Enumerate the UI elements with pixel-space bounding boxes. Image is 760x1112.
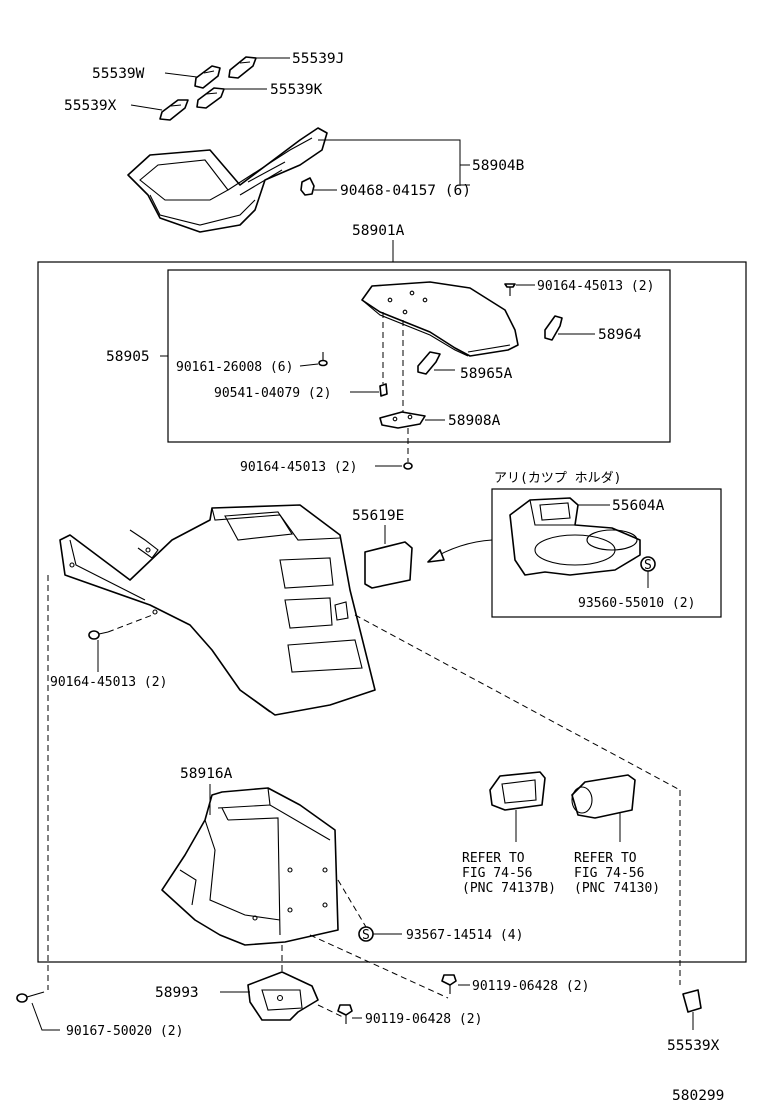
- label-55539k: 55539K: [270, 82, 323, 98]
- screw-90164-c: [88, 630, 109, 640]
- ref2-line3: (PNC 74130): [574, 881, 660, 896]
- assembly-box-58901a: [37, 261, 747, 963]
- lamp-74130: [571, 774, 636, 819]
- s-symbol-icon: S: [644, 558, 652, 573]
- ref2-line2: FIG 74-56: [574, 866, 644, 881]
- label-58993: 58993: [155, 985, 199, 1001]
- bracket-58908a: [379, 411, 426, 429]
- label-55539x-top: 55539X: [64, 98, 117, 114]
- label-90541: 90541-04079 (2): [214, 386, 331, 401]
- ref1-line3: (PNC 74137B): [462, 881, 556, 896]
- cup-holder-title: アリ(カツプ ホルダ): [494, 471, 621, 486]
- label-90167: 90167-50020 (2): [66, 1024, 183, 1039]
- lamp-74137b: [489, 771, 546, 811]
- label-55604a: 55604A: [612, 498, 665, 514]
- label-90161: 90161-26008 (6): [176, 360, 293, 375]
- label-55539j: 55539J: [292, 51, 344, 67]
- label-58901a: 58901A: [352, 223, 405, 239]
- label-93567: 93567-14514 (4): [406, 928, 523, 943]
- armrest-lid: [361, 281, 519, 357]
- figure-number: 580299: [672, 1088, 724, 1104]
- bracket-58993: [247, 971, 319, 1021]
- label-90164-a: 90164-45013 (2): [537, 279, 654, 294]
- label-58904b: 58904B: [472, 158, 525, 174]
- bolt-90119-a: [441, 974, 457, 994]
- clip-55539w: [194, 65, 221, 89]
- label-90119-a: 90119-06428 (2): [472, 979, 589, 994]
- s-symbol-icon-2: S: [362, 928, 370, 943]
- label-58965a: 58965A: [460, 366, 513, 382]
- label-58916a: 58916A: [180, 766, 233, 782]
- console-body: [59, 504, 376, 716]
- clip-55539k: [196, 87, 225, 109]
- label-58905: 58905: [106, 349, 150, 365]
- ref2-line1: REFER TO: [574, 851, 637, 866]
- hinge-58964: [544, 315, 563, 341]
- tray-58904b: [127, 127, 328, 233]
- clip-55539x-top: [159, 99, 189, 121]
- box-58916a: [161, 787, 339, 946]
- label-90119-b: 90119-06428 (2): [365, 1012, 482, 1027]
- screw-90164-a: [504, 283, 516, 296]
- ref1-line1: REFER TO: [462, 851, 525, 866]
- ref1-line2: FIG 74-56: [462, 866, 532, 881]
- cup-holder-box: [491, 488, 722, 618]
- label-55539x-bottom: 55539X: [667, 1038, 720, 1054]
- label-90468: 90468-04157 (6): [340, 183, 471, 199]
- clip-93567: S: [358, 926, 374, 943]
- cup-holder-55604a: [509, 497, 641, 576]
- label-58908a: 58908A: [448, 413, 501, 429]
- label-58964: 58964: [598, 327, 642, 343]
- bolt-90119-b: [337, 1004, 353, 1024]
- screw-90164-b: [403, 462, 413, 470]
- label-90164-c: 90164-45013 (2): [50, 675, 167, 690]
- lock-58965a: [417, 351, 441, 375]
- label-93560: 93560-55010 (2): [578, 596, 695, 611]
- screw-90167: [16, 991, 45, 1003]
- clip-90468: [300, 177, 315, 196]
- screw-90161: [318, 352, 328, 367]
- clip-93560: S: [640, 556, 656, 573]
- label-55539w: 55539W: [92, 66, 145, 82]
- clip-55539j: [228, 56, 257, 79]
- label-90164-b: 90164-45013 (2): [240, 460, 357, 475]
- clip-55539x-bottom: [682, 989, 702, 1013]
- pin-90541: [379, 383, 388, 397]
- label-55619e: 55619E: [352, 508, 404, 524]
- cover-55619e: [364, 541, 413, 589]
